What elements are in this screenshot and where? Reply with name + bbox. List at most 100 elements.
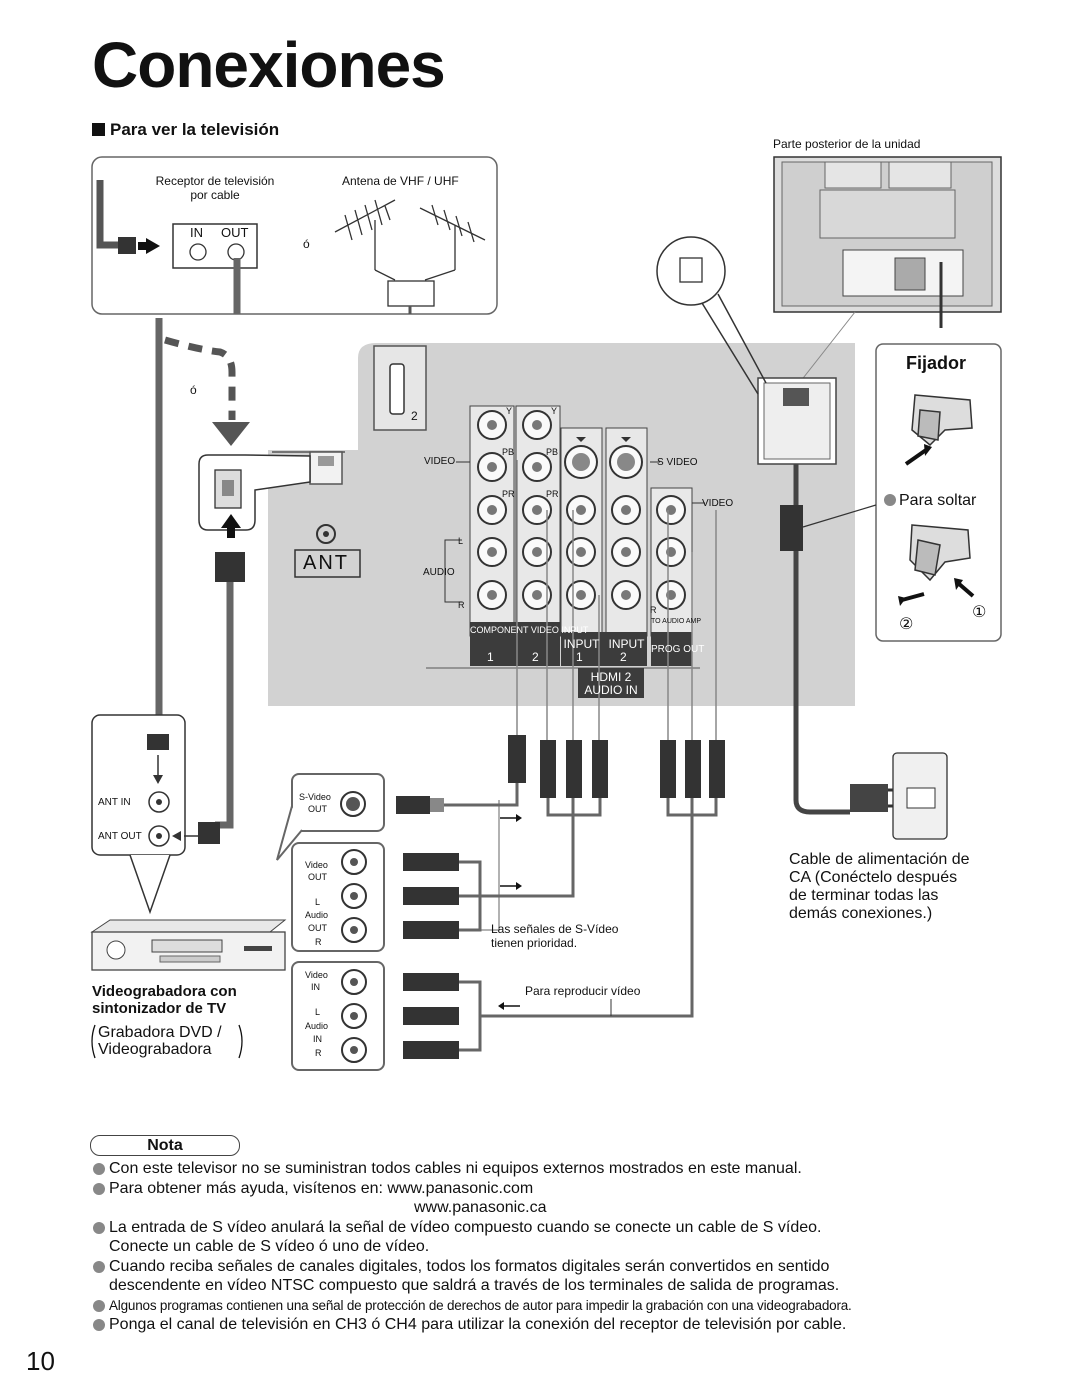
para-soltar-text: Para soltar — [899, 492, 977, 509]
audio-out-1: Audio — [305, 910, 329, 920]
r-label-2: R — [650, 605, 657, 615]
audio-out-r: R — [315, 937, 322, 947]
cable-box-label-1: Receptor de televisión — [155, 174, 275, 188]
note-text: Algunos programas contienen una señal de… — [109, 1297, 852, 1313]
antenna-icon — [334, 199, 486, 281]
power-note-line-3: de terminar todas las — [789, 887, 939, 904]
step-1-label: ① — [972, 604, 987, 621]
bullet-icon — [93, 1221, 105, 1234]
y-label-1: Y — [506, 406, 513, 416]
power-note-line-2: CA (Conéctelo después — [789, 869, 958, 886]
hdmi-port — [373, 345, 427, 431]
s-video-jacks — [564, 437, 643, 479]
bullet-icon — [884, 494, 896, 506]
nota-list: Con este televisor no se suministran tod… — [92, 1159, 1052, 1335]
note-item: Cuando reciba señales de canales digital… — [92, 1257, 1052, 1277]
vcr-icon — [90, 919, 287, 971]
note-text: Cuando reciba señales de canales digital… — [109, 1257, 830, 1275]
input-2-label: INPUT — [608, 637, 645, 651]
vcr-subtitle: Grabadora DVD / Videograbadora — [92, 1024, 222, 1058]
page-title: Conexiones — [92, 29, 446, 101]
page-number: 10 — [26, 1346, 55, 1376]
audio-out-l: L — [315, 897, 321, 907]
pr-label-2: PR — [546, 489, 559, 499]
or-label-2: ó — [190, 383, 197, 397]
note-item: Para obtener más ayuda, visítenos en: ww… — [92, 1179, 1052, 1199]
note-text: La entrada de S vídeo anulará la señal d… — [109, 1218, 822, 1236]
vcr-sub-parentheses — [91, 1024, 243, 1059]
connection-diagram — [90, 156, 1002, 1071]
bullet-icon — [93, 1260, 105, 1273]
antenna-box — [91, 156, 498, 315]
or-label-1: ó — [303, 237, 310, 251]
vcr-sub-line-2: Videograbadora — [98, 1041, 212, 1058]
fijador-title: Fijador — [906, 353, 967, 373]
power-note-line-4: demás conexiones.) — [789, 905, 933, 922]
input-num-2: 2 — [620, 650, 627, 664]
bullet-icon — [93, 1182, 105, 1195]
ant-symbol-icon — [316, 524, 336, 544]
bullet-icon — [93, 1299, 105, 1312]
note-item: Con este televisor no se suministran tod… — [92, 1159, 1052, 1179]
power-plug — [850, 784, 888, 812]
svideo-out-box — [291, 773, 385, 832]
hdmi2-audio-in-2: AUDIO IN — [584, 683, 638, 697]
vcr-sub-line-1: Grabadora DVD / — [98, 1024, 222, 1041]
pb-label-2: PB — [546, 447, 559, 457]
audio-in-r: R — [315, 1048, 322, 1058]
video-right-label: VIDEO — [702, 498, 734, 509]
video-out-2: OUT — [308, 872, 327, 882]
video-left-label: VIDEO — [424, 456, 456, 467]
arrow-up-icon — [221, 514, 241, 528]
audio-left-label: AUDIO — [423, 567, 455, 578]
clamp-icon — [909, 394, 973, 582]
cable-receiver — [172, 223, 258, 269]
pb-label-1: PB — [502, 447, 515, 457]
arrow-down-icon — [212, 422, 250, 446]
note-text: Para obtener más ayuda, visítenos en: ww… — [109, 1179, 534, 1197]
pr-label-1: PR — [502, 489, 515, 499]
antenna-label: Antena de VHF / UHF — [342, 174, 459, 188]
svideo-priority-2: tienen prioridad. — [491, 936, 578, 950]
comp-num-1: 1 — [487, 650, 494, 664]
rear-of-unit-label: Parte posterior de la unidad — [773, 137, 921, 151]
bullet-icon — [93, 1319, 105, 1331]
comp-num-2: 2 — [532, 650, 539, 664]
note-text: Ponga el canal de televisión en CH3 ó CH… — [109, 1316, 847, 1333]
note-continuation: Conecte un cable de S vídeo ó uno de víd… — [109, 1238, 430, 1255]
power-note-line-1: Cable de alimentación de — [789, 851, 970, 868]
svideo-out-1: S-Video — [299, 792, 331, 802]
audio-out-2: OUT — [308, 923, 327, 933]
input-num-1: 1 — [576, 650, 583, 664]
y-label-2: Y — [551, 406, 558, 416]
step-2-label: ② — [899, 616, 914, 633]
para-soltar-label: Para soltar — [884, 492, 976, 510]
l-label: L — [458, 536, 464, 546]
bullet-icon — [93, 1163, 105, 1175]
svideo-out-2: OUT — [308, 804, 327, 814]
note-text: Con este televisor no se suministran tod… — [109, 1160, 802, 1177]
vcr-title-line-1: Videograbadora con — [92, 983, 237, 1000]
note-item: Ponga el canal de televisión en CH3 ó CH… — [92, 1315, 1052, 1335]
svideo-priority-1: Las señales de S-Vídeo — [491, 922, 619, 936]
hdmi2-audio-in-1: HDMI 2 — [590, 670, 632, 684]
vcr-title: Videograbadora con sintonizador de TV — [92, 983, 237, 1017]
out-label: OUT — [221, 225, 249, 240]
ant-in-label: ANT IN — [98, 797, 131, 808]
video-in-2: IN — [311, 982, 320, 992]
vcr-title-line-2: sintonizador de TV — [92, 1000, 227, 1017]
ant-panel-label: ANT — [303, 552, 349, 574]
audio-in-l: L — [315, 1007, 321, 1017]
input-1-label: INPUT — [563, 637, 600, 651]
power-cord-note: Cable de alimentación de CA (Conéctelo d… — [789, 851, 970, 923]
video-out-1: Video — [305, 860, 328, 870]
nota-heading: Nota — [90, 1135, 240, 1156]
note-continuation: www.panasonic.ca — [414, 1199, 547, 1216]
r-label: R — [458, 600, 465, 610]
section-heading-text: Para ver la televisión — [110, 120, 280, 139]
section-heading: Para ver la televisión — [92, 120, 279, 140]
note-item: Algunos programas contienen una señal de… — [92, 1296, 1052, 1316]
cable-box-label-2: por cable — [190, 188, 240, 202]
note-continuation: descendente en vídeo NTSC compuesto que … — [109, 1277, 840, 1294]
video-in-1: Video — [305, 970, 328, 980]
